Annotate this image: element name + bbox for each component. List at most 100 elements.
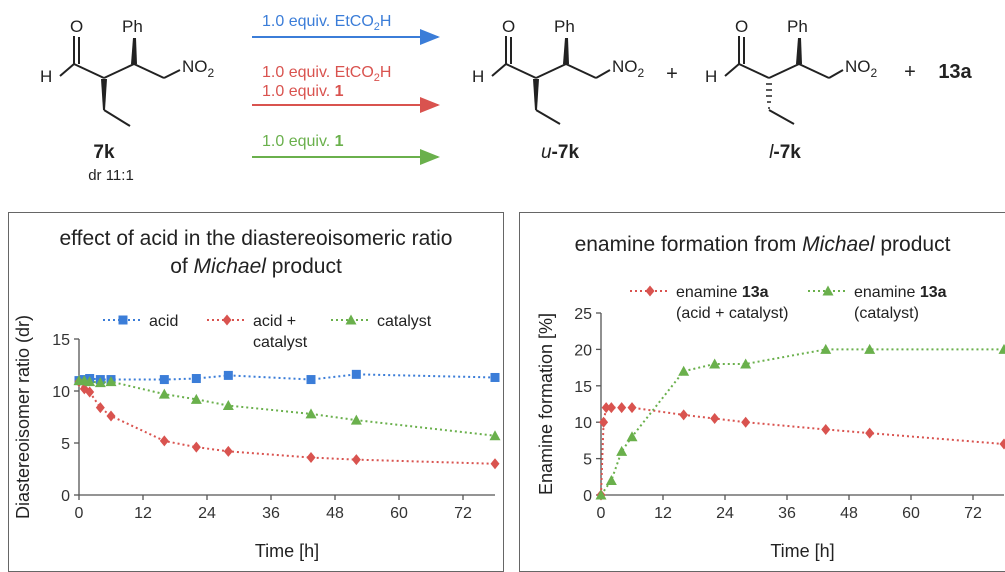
arrow-acid-catalyst-label1: 1.0 equiv. EtCO2H [262, 64, 391, 84]
enamine-data-point [864, 344, 875, 354]
enamine-y-tick-label: 20 [574, 342, 592, 359]
dr-data-point [352, 370, 361, 379]
enamine-data-point [865, 428, 874, 439]
dr-chart-panel: effect of acid in the diastereoisomeric … [8, 212, 504, 572]
enamine-series-line-0 [601, 408, 1004, 495]
dr-legend-label: acid + [253, 313, 296, 330]
dr-data-point [491, 373, 500, 382]
enamine-data-point [1000, 439, 1005, 450]
structure-7k [60, 36, 180, 126]
dr-data-point [192, 374, 201, 383]
dr-x-tick-label: 60 [390, 505, 408, 522]
dr-series-line-0 [79, 374, 495, 380]
arrow-catalyst-label: 1.0 equiv. 1 [262, 133, 344, 150]
reactant-o: O [70, 17, 83, 36]
dr-data-point [159, 389, 170, 399]
product-13a: 13a [938, 61, 972, 83]
enamine-legend-label: (catalyst) [854, 305, 919, 322]
product-l-label: l-7k [769, 142, 801, 163]
enamine-y-tick-label: 0 [583, 488, 592, 505]
enamine-x-tick-label: 12 [654, 505, 672, 522]
structure-l-7k [725, 36, 843, 124]
product-l-ph: Ph [787, 17, 808, 36]
enamine-legend-label: enamine 13a [854, 284, 947, 301]
enamine-legend-label: (acid + catalyst) [676, 305, 788, 322]
dr-data-point [352, 454, 361, 465]
dr-x-tick-label: 72 [454, 505, 472, 522]
dr-data-point [107, 410, 116, 421]
product-u-h: H [472, 67, 484, 86]
dr-data-point [160, 435, 169, 446]
reactant-h: H [40, 67, 52, 86]
dr-data-point [224, 446, 233, 457]
dr-data-point [307, 452, 316, 463]
structure-u-7k [492, 36, 610, 124]
dr-data-point [160, 375, 169, 384]
reactant-dr: dr 11:1 [88, 167, 134, 184]
dr-data-point [491, 458, 500, 469]
dr-y-axis-label: Diastereoisomer ratio (dr) [13, 315, 33, 519]
enamine-data-point [616, 446, 627, 456]
enamine-legend-marker [646, 286, 655, 297]
enamine-x-tick-label: 0 [597, 505, 606, 522]
enamine-data-point [821, 424, 830, 435]
dr-data-point [96, 402, 105, 413]
dr-legend-label: acid [149, 313, 178, 330]
dr-x-tick-label: 12 [134, 505, 152, 522]
dr-legend-label: catalyst [253, 334, 308, 351]
enamine-data-point [628, 402, 637, 413]
dr-legend-label: catalyst [377, 313, 432, 330]
enamine-series-0 [597, 402, 1005, 500]
enamine-data-point [678, 366, 689, 376]
enamine-data-point [820, 344, 831, 354]
arrow-acid: 1.0 equiv. EtCO2H [252, 13, 438, 37]
dr-legend-entry-1: acid + catalyst [207, 313, 308, 351]
enamine-chart-panel: enamine formation from Michael product 0… [519, 212, 1005, 572]
enamine-y-tick-label: 15 [574, 379, 592, 396]
enamine-x-tick-label: 72 [964, 505, 982, 522]
enamine-x-tick-label: 48 [840, 505, 858, 522]
enamine-data-point [607, 402, 616, 413]
reactant-label: 7k [93, 142, 115, 163]
reactant-no2: NO2 [182, 57, 215, 80]
arrow-catalyst: 1.0 equiv. 1 [252, 133, 438, 157]
product-u-ph: Ph [554, 17, 575, 36]
dr-y-tick-label: 10 [52, 384, 70, 401]
dr-x-tick-label: 24 [198, 505, 216, 522]
enamine-series-1 [596, 344, 1005, 500]
dr-legend-entry-2: catalyst [331, 313, 432, 330]
dr-legend-marker [223, 315, 232, 326]
dr-series-line-1 [79, 382, 495, 464]
enamine-data-point [710, 413, 719, 424]
arrow-acid-catalyst: 1.0 equiv. EtCO2H 1.0 equiv. 1 [252, 64, 438, 105]
product-l-no2: NO2 [845, 57, 878, 80]
arrow-acid-catalyst-label2: 1.0 equiv. 1 [262, 83, 344, 100]
enamine-data-point [999, 344, 1005, 354]
dr-y-tick-label: 5 [61, 436, 70, 453]
product-u-label: u-7k [541, 142, 579, 163]
enamine-y-tick-label: 10 [574, 415, 592, 432]
dr-legend-entry-0: acid [103, 313, 178, 330]
dr-data-point [307, 375, 316, 384]
enamine-y-tick-label: 5 [583, 452, 592, 469]
enamine-y-tick-label: 25 [574, 306, 592, 323]
dr-x-tick-label: 48 [326, 505, 344, 522]
dr-x-tick-label: 0 [75, 505, 84, 522]
dr-legend-marker [119, 316, 128, 325]
enamine-x-tick-label: 24 [716, 505, 734, 522]
product-l-o: O [735, 17, 748, 36]
dr-series-1 [75, 376, 500, 469]
enamine-legend-entry-0: enamine 13a (acid + catalyst) [630, 284, 788, 322]
enamine-data-point [741, 417, 750, 428]
dr-x-tick-label: 36 [262, 505, 280, 522]
dr-series-2 [74, 375, 501, 440]
reaction-scheme: O H Ph NO2 7k dr 11:1 1.0 equiv. EtCO2H … [0, 0, 1005, 205]
plus-sign-1: + [666, 63, 678, 85]
enamine-y-axis-label: Enamine formation [%] [536, 313, 556, 495]
enamine-data-point [627, 431, 638, 441]
enamine-legend-entry-1: enamine 13a (catalyst) [808, 284, 947, 322]
enamine-legend-label: enamine 13a [676, 284, 769, 301]
